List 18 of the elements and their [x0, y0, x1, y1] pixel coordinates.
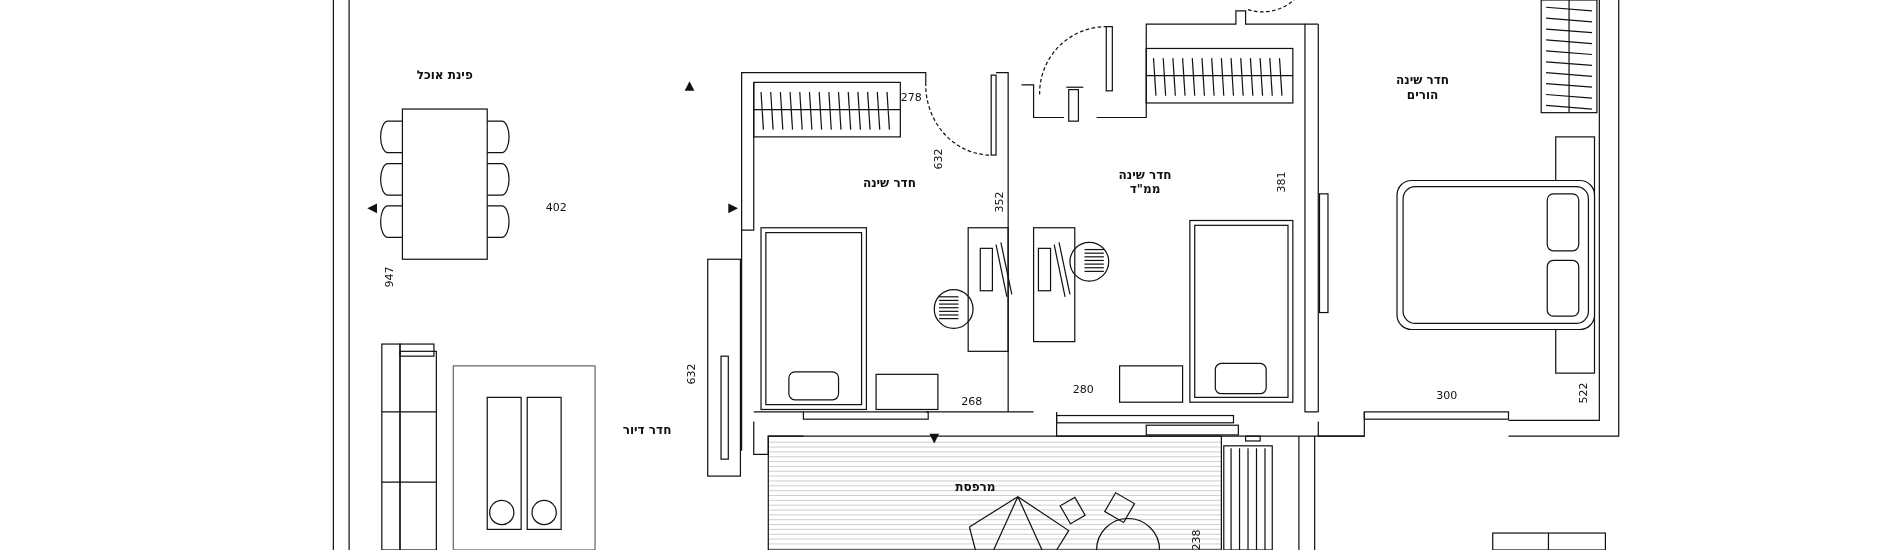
- room-label: מרפסת: [955, 479, 996, 495]
- dimension-label: 381: [1275, 171, 1289, 193]
- dimension-label: 238: [1190, 529, 1204, 550]
- room-label: חדר דיור: [622, 422, 672, 438]
- dimension-label: 352: [993, 191, 1007, 213]
- dimension-label: 268: [961, 395, 983, 409]
- dimension-label: 947: [383, 267, 397, 288]
- dimension-label: 522: [1577, 382, 1591, 404]
- dimension-label: 300: [1436, 389, 1458, 403]
- dimension-label: 632: [685, 363, 699, 385]
- room-label: חדר שינה ממ"ד: [1117, 167, 1173, 197]
- dimension-label: 278: [900, 91, 922, 105]
- room-label: פינת אוכל: [416, 67, 473, 83]
- room-label: חדר שינה: [862, 175, 916, 191]
- dimension-label: 280: [1072, 383, 1094, 397]
- room-label: חדר שינה הורים: [1395, 72, 1451, 102]
- dimension-label: 632: [932, 148, 946, 170]
- dimension-label: 402: [545, 201, 567, 215]
